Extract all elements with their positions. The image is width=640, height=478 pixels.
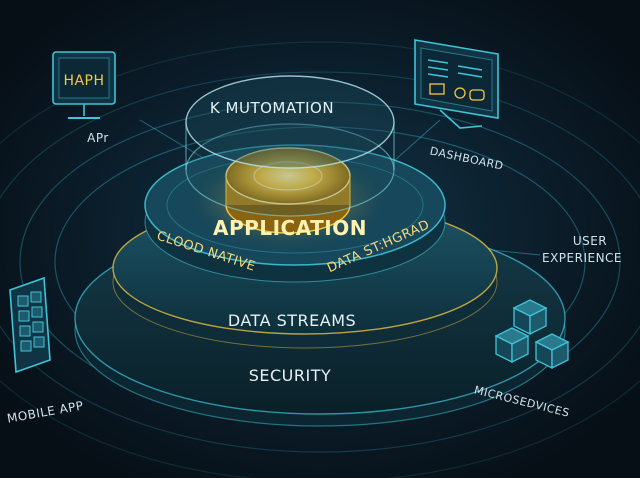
label-automation: K MUTOMATION <box>210 99 334 117</box>
dashboard-monitor-icon <box>414 39 499 129</box>
mobile-phone-icon <box>9 276 51 374</box>
api-monitor-icon <box>52 51 116 119</box>
label-api: APr <box>87 131 109 145</box>
core-application <box>198 147 378 242</box>
label-security: SECURITY <box>249 366 332 385</box>
api-screen-text: HAPH <box>63 73 104 89</box>
label-application: APPLICATION <box>213 216 367 240</box>
label-experience: EXPERIENCE <box>542 251 622 265</box>
label-data-streams: DATA STREAMS <box>228 311 356 330</box>
layer-automation <box>185 75 395 217</box>
label-user: USER <box>573 234 607 248</box>
microservices-cubes-icon <box>494 299 570 370</box>
